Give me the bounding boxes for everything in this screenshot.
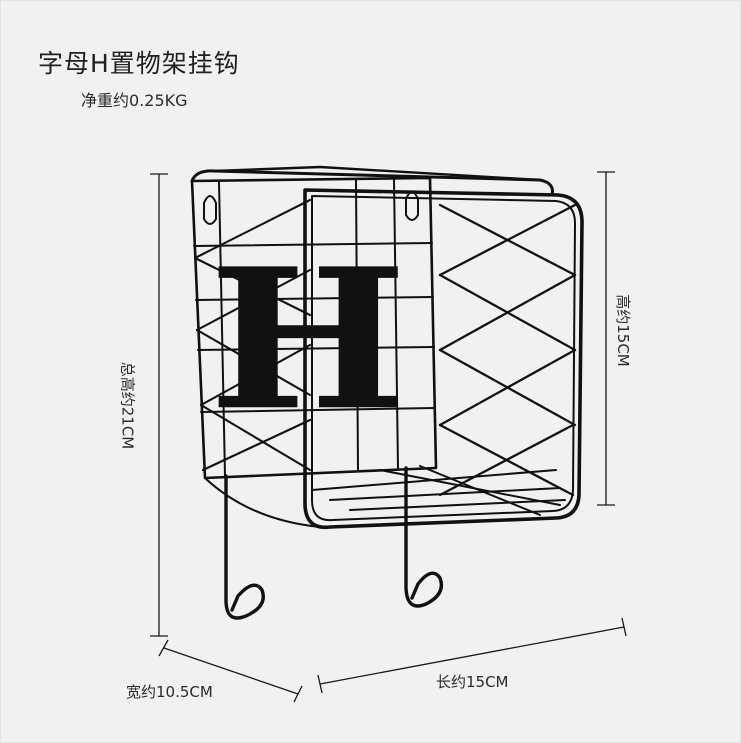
width-dimension-line — [158, 639, 303, 703]
width-label: 宽约10.5CM — [126, 683, 213, 701]
letter-h-text: H — [209, 226, 407, 453]
letter-h-emblem: H — [209, 226, 407, 453]
total-height-dimension-line — [150, 173, 168, 637]
product-title: 字母H置物架挂钩 — [38, 49, 240, 78]
net-weight-label: 净重约0.25KG — [81, 91, 188, 110]
height-label: 高约15CM — [613, 294, 632, 367]
height-dimension-line — [597, 171, 615, 506]
total-height-label: 总高约21CM — [118, 361, 137, 450]
length-dimension-line — [317, 617, 627, 694]
length-label: 长约15CM — [436, 673, 509, 691]
wire-basket — [190, 165, 584, 620]
